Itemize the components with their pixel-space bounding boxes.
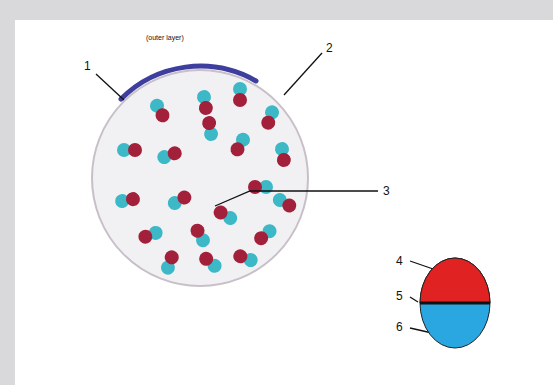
outer-circle — [92, 70, 308, 286]
leader-lines — [96, 53, 436, 333]
part-name: (outer layer) — [146, 34, 184, 41]
callout-number: 5 — [396, 290, 403, 302]
callout-number: 4 — [396, 255, 403, 267]
callout-number: 1 — [84, 60, 91, 72]
molecule-symbol — [420, 258, 490, 348]
outer-layer-arc — [121, 66, 256, 99]
callout-number: 3 — [383, 185, 390, 197]
panel — [15, 20, 553, 385]
callout-number: 2 — [326, 42, 333, 54]
molecules — [114, 82, 299, 277]
callout-number: 6 — [396, 321, 403, 333]
